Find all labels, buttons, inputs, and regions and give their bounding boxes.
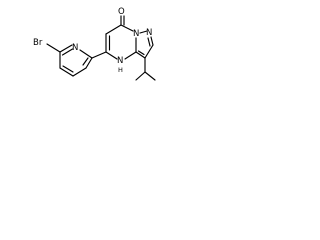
bond-n1-c2 bbox=[150, 36, 154, 46]
pyrazole-ring bbox=[135, 30, 154, 59]
bond-n8-c7 bbox=[120, 24, 134, 32]
pyrazole-n-label: N bbox=[146, 28, 152, 38]
bond-c3p-c2p bbox=[85, 57, 93, 69]
pyridine-n-label: N bbox=[72, 43, 78, 53]
bond-c7-c6 bbox=[105, 24, 122, 35]
bond-n8-n1 bbox=[139, 30, 148, 34]
pyridine-ring bbox=[46, 43, 93, 77]
pyrimidinone-ring bbox=[105, 15, 137, 60]
bond-ch-me2 bbox=[144, 71, 156, 81]
pyrazole-bridgehead-n-label: N bbox=[133, 29, 139, 39]
bond-c3-c3a-inner bbox=[137, 50, 145, 56]
bond-c5-pyridine bbox=[91, 51, 107, 59]
bond-n1-c2-inner bbox=[147, 37, 151, 47]
bromine-label: Br bbox=[33, 38, 43, 48]
bond-n1p-c6p bbox=[59, 44, 73, 53]
bond-c5p-c4p bbox=[59, 67, 74, 77]
nh-n-label: N bbox=[117, 56, 123, 66]
chemical-structure: O N N N H N Br bbox=[33, 7, 156, 81]
bond-c2-c3 bbox=[144, 44, 154, 59]
nh-h-label: H bbox=[118, 66, 123, 74]
bond-c5p-c4p-inner bbox=[62, 65, 74, 73]
bond-c2p-n1p bbox=[79, 49, 93, 59]
isopropyl-group bbox=[135, 57, 156, 81]
oxygen-label: O bbox=[118, 7, 125, 17]
bond-n1p-c6p-inner bbox=[61, 48, 74, 56]
bond-c4p-c3p bbox=[72, 67, 87, 77]
bond-c3-c3a bbox=[135, 51, 146, 59]
bond-c6p-br bbox=[46, 43, 61, 53]
bond-c5-n4 bbox=[105, 51, 118, 60]
bond-n4-c3a bbox=[124, 51, 137, 60]
bond-ch-me1 bbox=[135, 71, 146, 81]
bond-c3p-c2p-inner bbox=[82, 57, 89, 66]
